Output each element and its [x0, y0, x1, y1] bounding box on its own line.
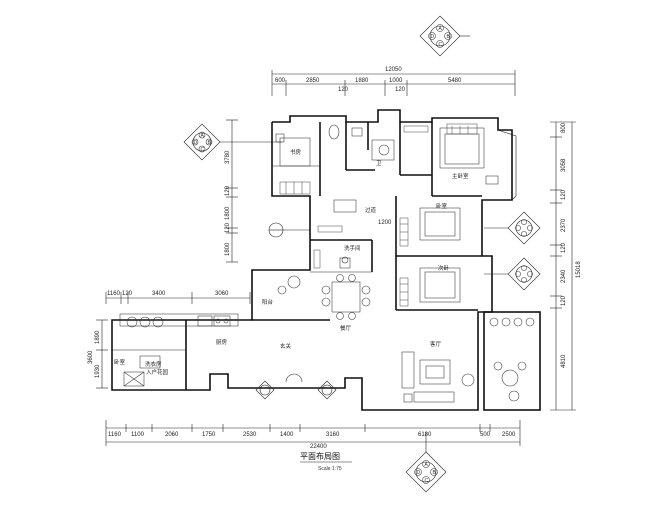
right-balcony — [489, 317, 535, 402]
dim-bottom-3: 2060 — [165, 432, 179, 438]
left-dimensions: 3780 120 1800 120 1800 — [225, 119, 238, 263]
dim-top-inner-2: 120 — [395, 87, 406, 93]
label-bed2: 次卧 — [438, 264, 450, 272]
dim-bottom-7: 3160 — [326, 432, 340, 438]
dim-left-2: 120 — [225, 185, 231, 196]
dim-right-4: 2370 — [561, 218, 567, 232]
label-study: 书房 — [290, 148, 302, 156]
dim-left-1: 3780 — [225, 150, 231, 164]
dim-corridor: 1200 — [378, 220, 392, 226]
dim-left-3: 1800 — [225, 206, 231, 220]
dim-stair-1: 1160 — [107, 291, 121, 297]
dim-right-1: 800 — [561, 122, 567, 133]
interior-walls — [112, 122, 482, 390]
dim-left-4: 120 — [225, 222, 231, 233]
exterior-walls — [111, 109, 541, 411]
label-master-bed: 主卧室 — [452, 172, 469, 180]
index-bottom-d: D — [417, 470, 421, 476]
index-left-d: D — [194, 140, 198, 146]
dim-bottom-5: 2530 — [243, 432, 257, 438]
index-symbol-top: A B C D — [419, 15, 470, 57]
dim-top-5: 5480 — [448, 78, 462, 84]
dim-top-inner-1: 120 — [338, 87, 349, 93]
drawing-title: 平面布局图 — [300, 451, 340, 461]
index-symbol-mid — [268, 222, 310, 238]
dim-bottom-total: 22400 — [310, 444, 327, 450]
corridor-area: 过道 洗手间 — [313, 199, 377, 269]
index-symbols: A B C D A B C D — [183, 15, 541, 493]
study-furniture: 书房 — [275, 133, 311, 195]
label-bath: 卫 — [376, 160, 382, 167]
dim-right-3: 120 — [561, 189, 567, 200]
dim-left-5: 1800 — [225, 242, 231, 256]
index-top-d: D — [431, 34, 435, 40]
label-kitchen: 厨房 — [216, 338, 228, 346]
dim-top-4: 1000 — [389, 78, 403, 84]
dim-bottom-4: 1750 — [202, 432, 216, 438]
dim-stair-3: 3400 — [152, 291, 166, 297]
dim-right-total: 15018 — [576, 261, 582, 278]
label-room-small: 卧室 — [114, 358, 126, 366]
index-symbol-bottom-main: A B C D — [405, 432, 447, 493]
dim-lower-2: 3600 — [88, 350, 94, 364]
drawing-scale: Scale 1:75 — [318, 466, 342, 472]
dim-right-2: 3058 — [561, 158, 567, 172]
index-symbol-bottom-1 — [255, 380, 275, 400]
index-left-a: A — [201, 133, 205, 139]
dim-bottom-8: 6180 — [418, 432, 432, 438]
kitchen-wing: 厨房 洗衣房 入户花园 卧室 — [114, 313, 239, 387]
left-balcony: 阳台 — [262, 275, 301, 306]
index-bottom-b: B — [433, 470, 437, 476]
dim-right-6: 2340 — [561, 269, 567, 283]
dim-bottom-6: 1400 — [280, 432, 294, 438]
dim-stair-2: 120 — [122, 291, 133, 297]
dim-top-3: 1880 — [355, 78, 369, 84]
index-top-a: A — [439, 26, 443, 32]
label-balcony: 阳台 — [262, 298, 274, 306]
right-dimensions: 800 3058 120 2370 120 2340 120 4810 1501… — [550, 121, 582, 411]
dim-lower-3: 1930 — [95, 364, 101, 378]
index-top-b: B — [447, 34, 451, 40]
bottom-dimensions: 1160 1100 2060 1750 2530 1400 3160 6180 … — [105, 420, 521, 450]
master-bed-furniture: 主卧室 — [439, 123, 499, 185]
label-wash: 洗手间 — [344, 244, 361, 252]
living-area: 玄关 客厅 — [280, 340, 475, 403]
dim-bottom-1: 1160 — [108, 432, 122, 438]
dim-bottom-2: 1100 — [131, 432, 145, 438]
bath-fixtures: 卫 — [328, 124, 429, 167]
left-lower-dimensions: 1160 120 3400 3060 1890 3600 1930 — [88, 291, 251, 389]
dim-stair-4: 3060 — [215, 291, 229, 297]
dim-right-5: 120 — [561, 242, 567, 253]
dim-top-total: 12050 — [385, 67, 402, 73]
label-hall: 玄关 — [280, 342, 292, 350]
index-symbol-left: A B C D — [183, 123, 282, 161]
bedroom1-furniture: 卧室 — [399, 202, 461, 247]
dim-bottom-9: 500 — [480, 432, 491, 438]
drawing-title-block: 平面布局图 Scale 1:75 — [300, 451, 352, 472]
index-symbol-right-2 — [484, 257, 541, 291]
dining-furniture: 餐厅 — [321, 274, 371, 332]
top-dimensions: 12050 600 2850 1880 1000 5480 120 120 — [271, 67, 516, 96]
dim-top-1: 600 — [275, 78, 286, 84]
label-corridor: 过道 — [365, 206, 377, 214]
dim-right-7: 120 — [561, 295, 567, 306]
dim-right-8: 4810 — [561, 354, 567, 368]
index-bottom-c: C — [425, 478, 429, 484]
label-dining: 餐厅 — [340, 324, 352, 332]
label-laundry: 洗衣房 — [145, 360, 162, 368]
dim-bottom-10: 2500 — [502, 432, 516, 438]
label-living: 客厅 — [430, 340, 442, 348]
dim-top-2: 2850 — [306, 78, 320, 84]
bedroom2-furniture: 次卧 — [399, 264, 461, 307]
index-left-c: C — [201, 147, 205, 153]
index-left-b: B — [208, 140, 212, 146]
index-bottom-a: A — [425, 462, 429, 468]
dim-lower-1: 1890 — [95, 330, 101, 344]
index-symbol-bottom-2 — [317, 380, 337, 400]
label-bed1: 卧室 — [436, 202, 448, 210]
label-entry: 入户花园 — [146, 368, 169, 376]
index-symbol-right-1 — [484, 211, 541, 245]
index-top-c: C — [439, 42, 443, 48]
